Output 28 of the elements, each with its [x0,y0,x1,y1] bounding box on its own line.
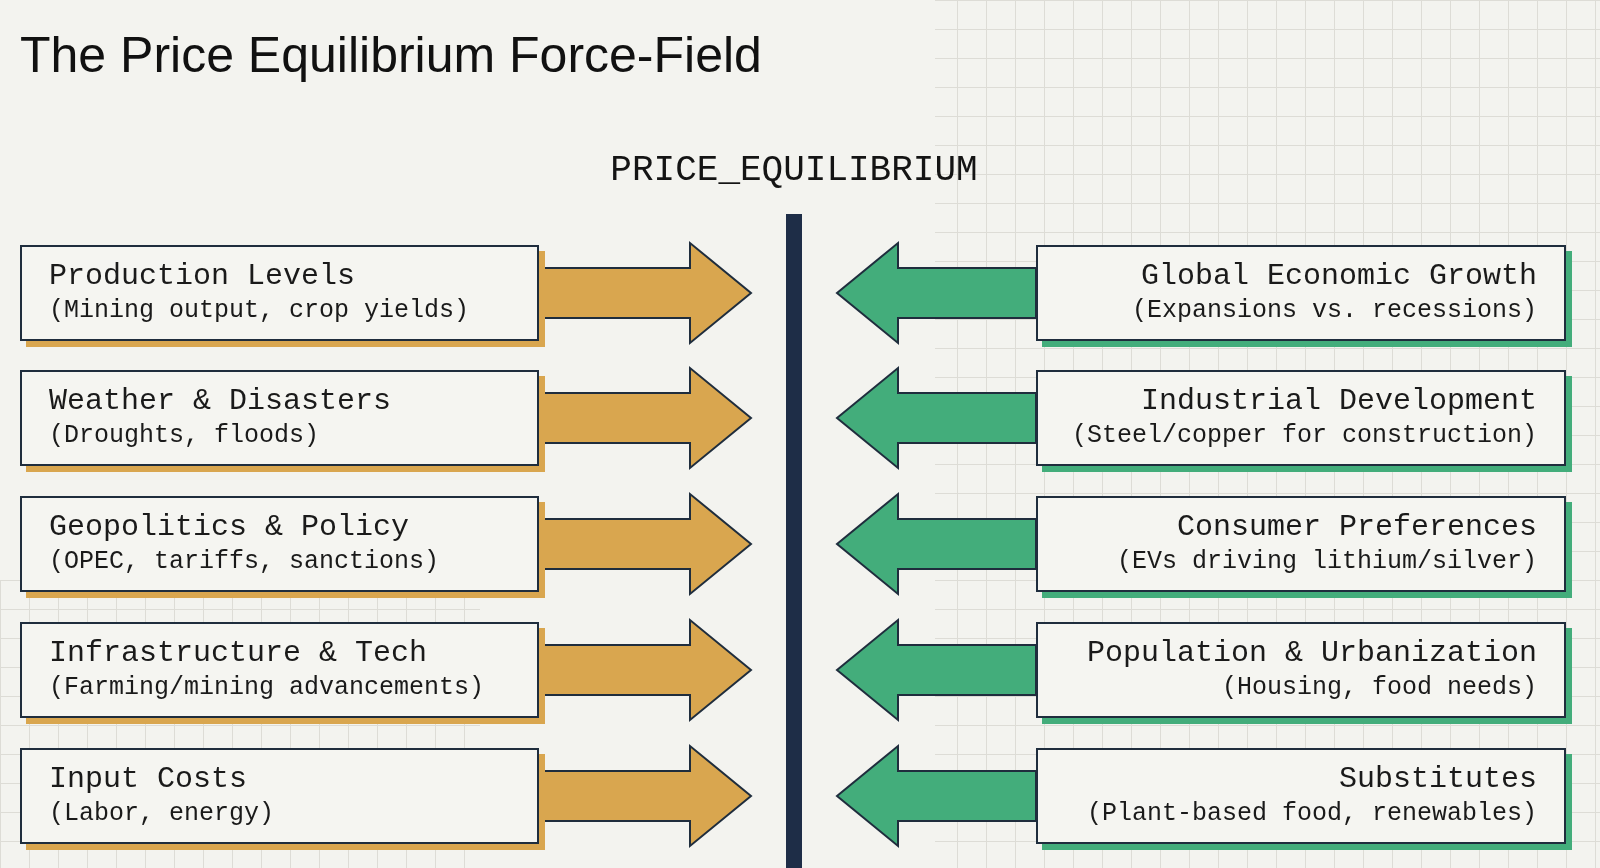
factor-heading: Population & Urbanization [1086,635,1537,671]
equilibrium-bar [786,214,802,868]
factor-detail: (OPEC, tariffs, sanctions) [49,546,440,578]
block-arrow [835,491,1037,597]
factor-detail: (EVs driving lithium/silver) [1116,546,1537,578]
factor-detail: (Mining output, crop yields) [49,295,470,327]
factor-heading: Global Economic Growth [1140,258,1537,294]
factor-heading: Production Levels [49,258,356,294]
factor-heading: Infrastructure & Tech [49,635,428,671]
block-arrow [835,617,1037,723]
block-arrow [835,743,1037,849]
factor-detail: (Plant-based food, renewables) [1086,798,1537,830]
factor-heading: Consumer Preferences [1176,509,1537,545]
block-arrow [835,365,1037,471]
equilibrium-label: PRICE_EQUILIBRIUM [610,150,978,192]
factor-heading: Weather & Disasters [49,383,392,419]
factor-detail: (Farming/mining advancements) [49,672,485,704]
diagram-title: The Price Equilibrium Force-Field [20,30,762,80]
factor-heading: Input Costs [49,761,248,797]
factor-heading: Industrial Development [1140,383,1537,419]
factor-detail: (Housing, food needs) [1221,672,1537,704]
factor-detail: (Droughts, floods) [49,420,320,452]
factor-heading: Substitutes [1338,761,1537,797]
block-arrow [835,240,1037,346]
factor-heading: Geopolitics & Policy [49,509,410,545]
factor-detail: (Steel/copper for construction) [1071,420,1537,452]
factor-detail: (Expansions vs. recessions) [1131,295,1537,327]
factor-detail: (Labor, energy) [49,798,275,830]
